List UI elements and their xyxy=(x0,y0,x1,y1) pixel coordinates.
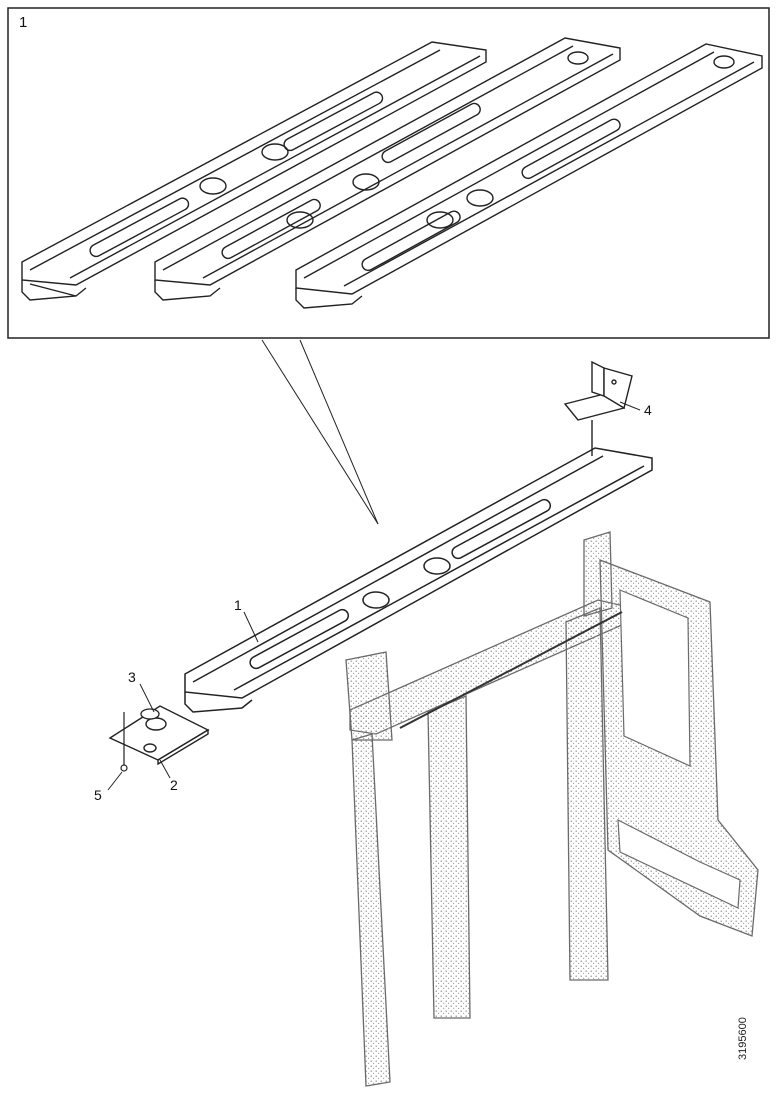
washer-part xyxy=(140,708,160,720)
screw-part xyxy=(120,712,128,772)
callout-washer: 3 xyxy=(128,669,136,685)
cab-frame-windows xyxy=(617,589,741,909)
detail-leader-lines xyxy=(261,339,379,525)
callout-screw: 5 xyxy=(94,787,102,803)
document-id: 3195600 xyxy=(737,1017,749,1060)
callout-rail: 1 xyxy=(234,597,242,613)
cab-frame xyxy=(345,531,759,1087)
callout-bracket: 4 xyxy=(644,402,652,418)
cab-frame-edge xyxy=(399,611,623,729)
detail-box-label: 1 xyxy=(19,14,28,31)
main-rail xyxy=(184,447,653,713)
callout-leaders xyxy=(107,401,641,791)
detail-rail-left xyxy=(21,41,487,301)
detail-rail-middle xyxy=(154,37,621,301)
callout-plate: 2 xyxy=(170,777,178,793)
bracket-part xyxy=(563,360,633,456)
detail-rail-right xyxy=(295,43,763,309)
